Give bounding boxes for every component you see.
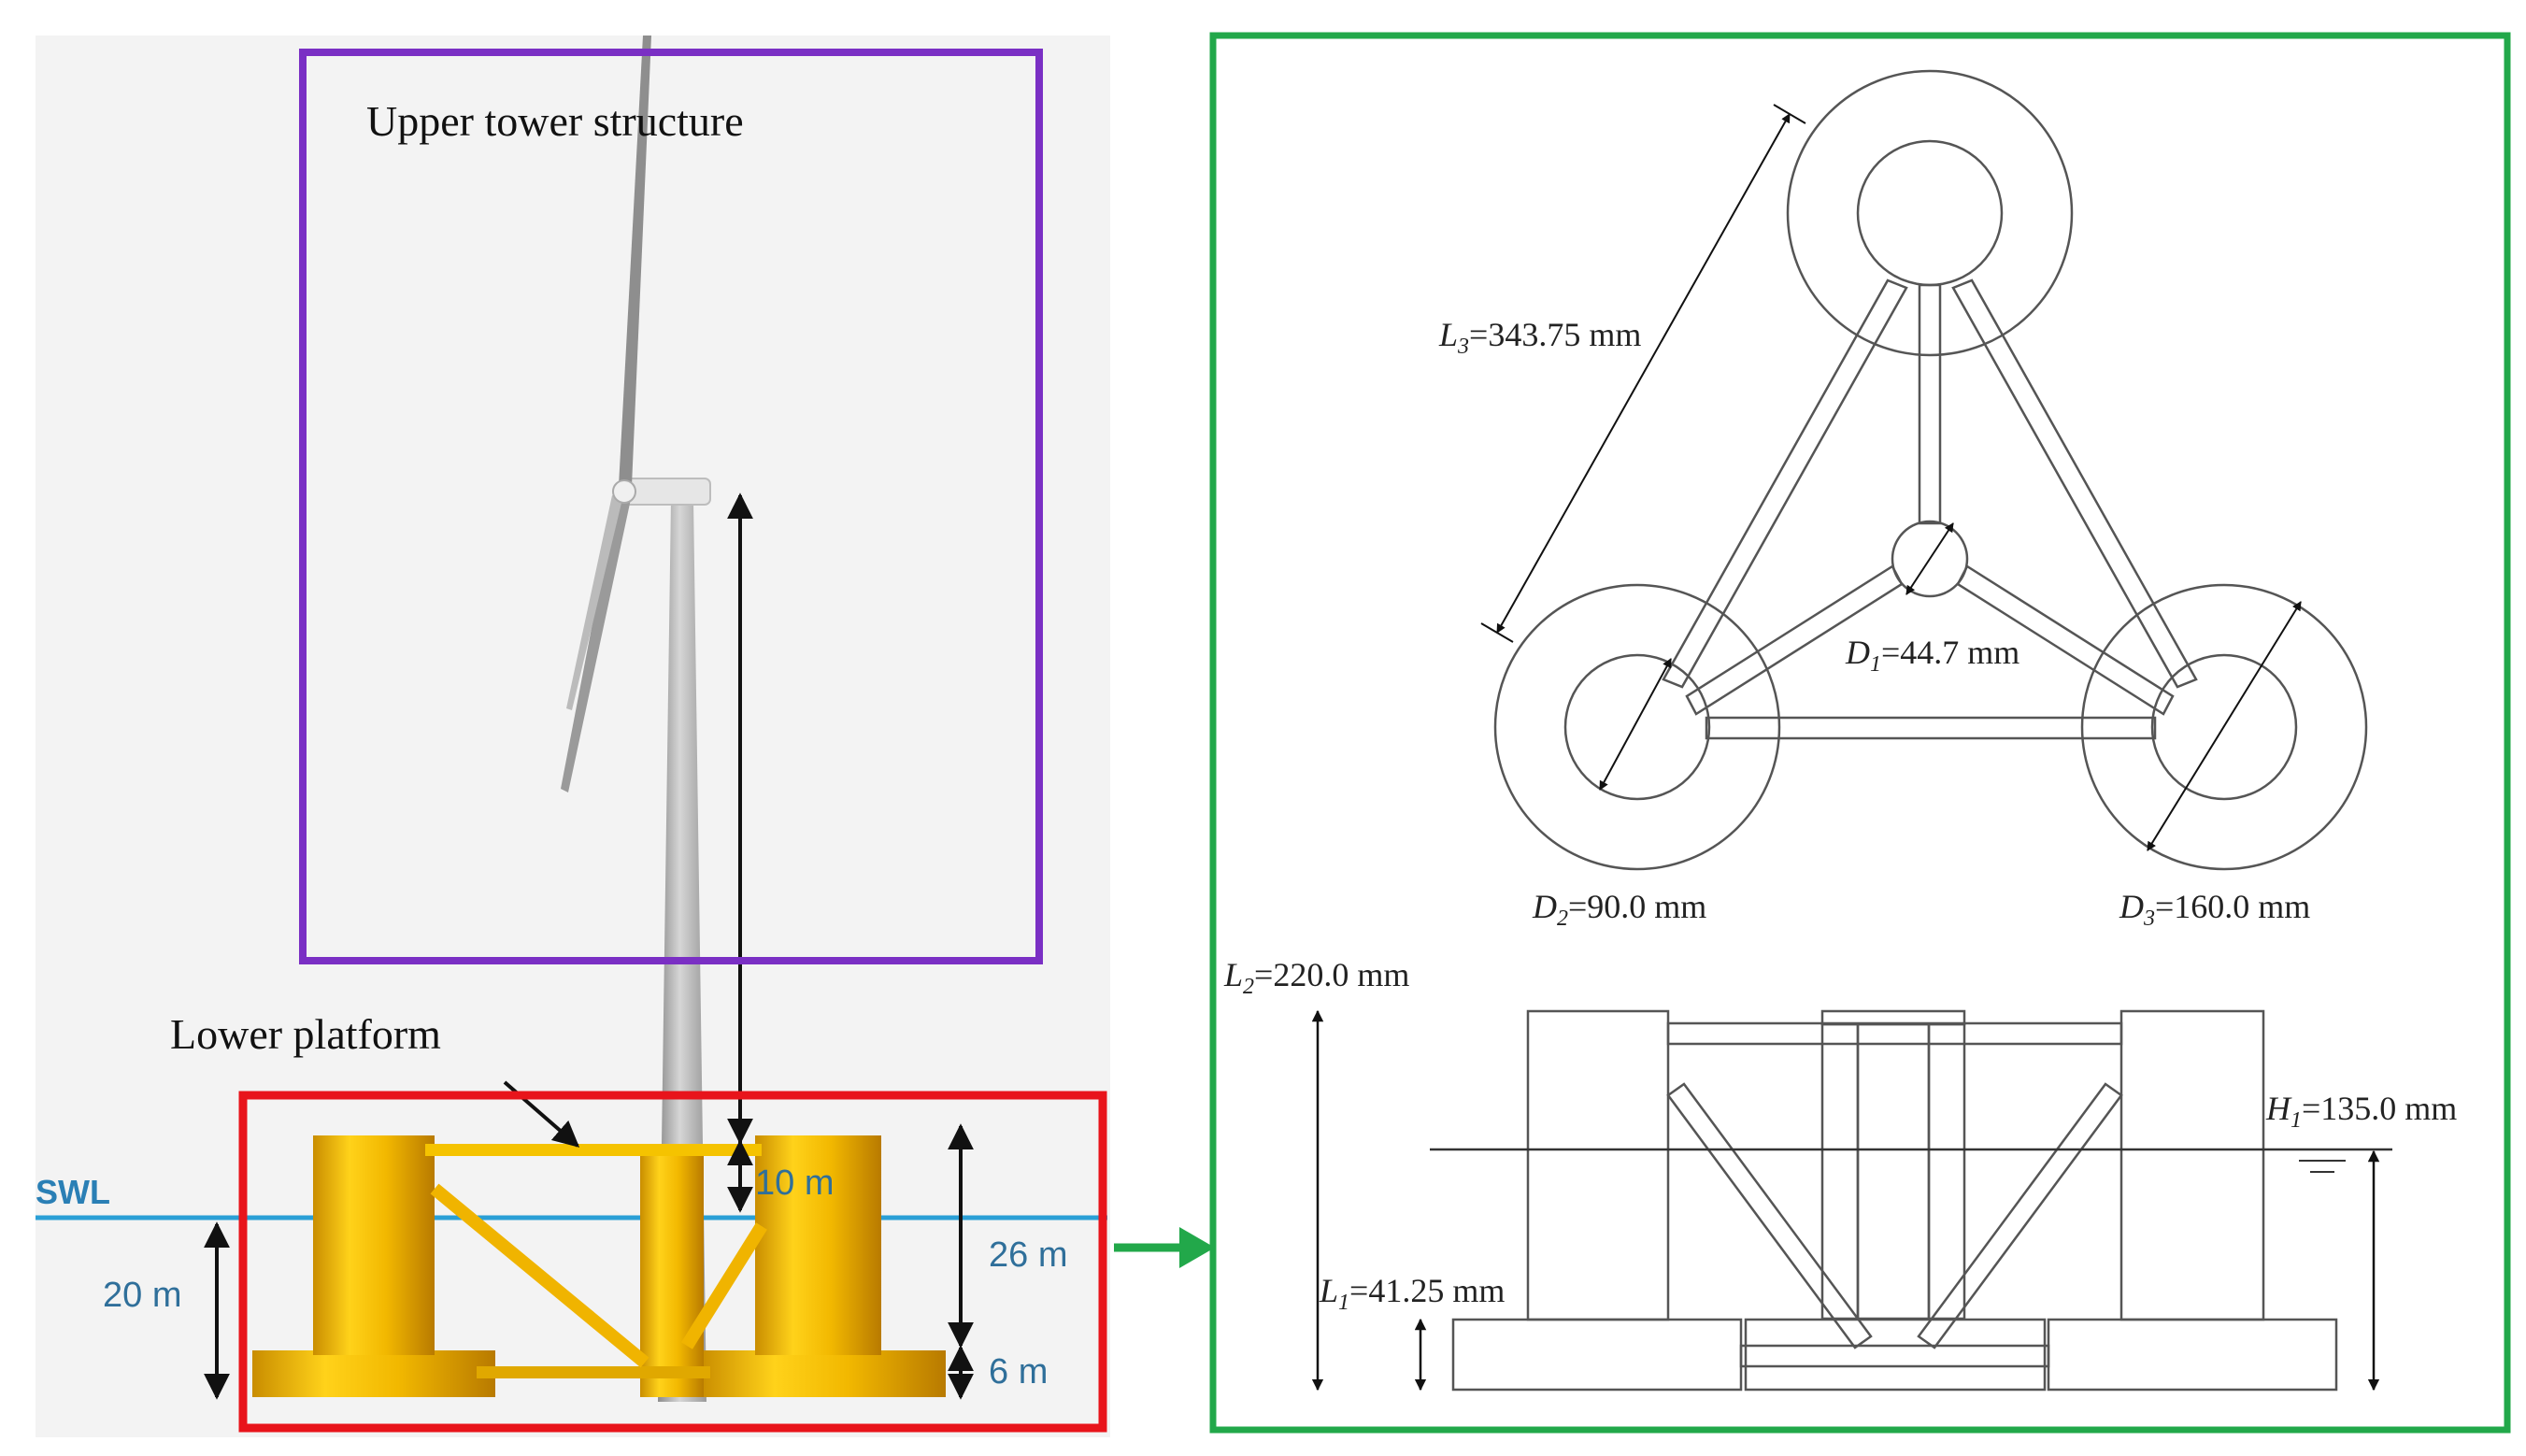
lower-platform-label: Lower platform [170,1010,441,1058]
h1-label: H1=135.0 mm [2265,1090,2457,1133]
right-panel: L3=343.75 mm D1=44.7 mm D2=90.0 mm D3=16… [1209,32,2511,1434]
column-center [640,1149,704,1397]
l2-label: L2=220.0 mm [1223,956,1409,999]
upper-tower-label: Upper tower structure [366,97,744,145]
model-drawing-frame [1209,32,2511,1434]
column-right [755,1135,881,1355]
dim-10m: 10 m [755,1163,834,1203]
side-upper-brace [1666,1021,2123,1046]
d3-dimension-line [2147,601,2302,851]
swl-label: SWL [36,1173,110,1211]
nacelle [623,478,711,506]
d2-label: D2=90.0 mm [1532,888,1706,931]
top-center-column [1891,520,1969,598]
hub [612,479,636,504]
left-panel: SWL 10 m 20 m 26 m 6 m [36,36,1110,1437]
l1-label: L1=41.25 mm [1319,1272,1505,1315]
side-view-drawing [1451,1009,2338,1392]
turbine-blade-down [561,492,631,792]
l3-tick-bottom [1480,622,1514,643]
d1-label: D1=44.7 mm [1845,634,2019,677]
dim-20m: 20 m [103,1276,181,1315]
dim-6m: 6 m [989,1352,1048,1392]
upper-tower-box [299,49,1043,964]
base-pontoon-left [252,1350,495,1397]
d1-dimension-line [1905,522,1954,595]
dim-26m: 26 m [989,1235,1067,1275]
diagonal-brace-right [681,1222,767,1349]
brace-center-left [1685,564,1904,716]
column-left [313,1135,435,1355]
base-pontoon-right [701,1350,946,1397]
side-base-center [1744,1318,2047,1392]
side-diagonal-left [1666,1082,1873,1349]
d2-dimension-line [1599,658,1672,791]
semi-submersible-platform [252,1135,946,1397]
top-inner-column-left [1563,653,1711,801]
link-arrow [1114,1227,1215,1268]
diagonal-brace-left [430,1183,649,1368]
lower-platform-box [238,1091,1107,1433]
lower-brace [477,1366,710,1378]
l3-dimension-line [1496,113,1791,634]
top-outer-column-right [2080,583,2368,871]
side-diagonal-right [1917,1082,2123,1349]
side-lower-brace [1739,1344,2050,1368]
l3-tick-top [1773,104,1806,124]
turbine-blade-up [619,36,651,486]
turbine-blade-down-2 [566,495,622,710]
d3-label: D3=160.0 mm [2119,888,2310,931]
l3-label: L3=343.75 mm [1438,316,1641,359]
upper-brace [425,1144,762,1156]
